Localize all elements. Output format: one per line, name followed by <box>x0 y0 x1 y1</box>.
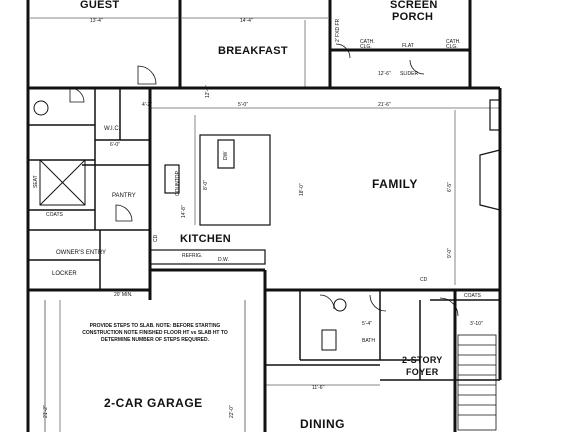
fireplace <box>479 99 501 211</box>
room-label-breakfast: BREAKFAST <box>218 45 288 57</box>
dim-kitchen-offset: 5'-0" <box>238 102 248 108</box>
room-label-porch: PORCH <box>392 11 434 23</box>
fixture-label-cd-1: CD <box>153 234 159 242</box>
fixture-label-flat: FLAT <box>402 43 414 49</box>
room-label-wic: W.I.C. <box>104 126 121 132</box>
room-label-seat: SEAT <box>33 175 39 188</box>
fixture-label-cd-2: CD <box>420 277 428 283</box>
fixture-label-cath-2: CATH. CLG. <box>446 39 461 50</box>
fixture-label-countertop: COUNTOP <box>175 171 181 196</box>
bath-fixtures <box>33 100 347 351</box>
room-label-bath: BATH <box>362 338 375 344</box>
dimension-lines <box>30 17 500 432</box>
garage-outline <box>44 300 246 432</box>
room-label-owners-entry: OWNER'S ENTRY <box>56 250 107 256</box>
dim-garage-min: 20' MIN. <box>114 292 133 298</box>
kitchen-island <box>149 134 271 265</box>
dim-breakfast-width: 14'-4" <box>240 18 253 24</box>
dim-guest-width: 13'-4" <box>90 18 103 24</box>
dim-bath-width: 5'-4" <box>362 321 372 327</box>
room-label-guest: GUEST <box>80 0 120 11</box>
dim-island-depth: 8'-0" <box>203 180 209 190</box>
room-label-pantry: PANTRY <box>112 193 136 199</box>
fixture-label-fixed-fr: 2' FXD FR <box>335 18 341 42</box>
fixture-label-island-dw: DW <box>223 151 229 160</box>
fixture-label-dw: D.W. <box>218 257 229 263</box>
dim-wic-depth: 6'-0" <box>110 142 120 148</box>
dim-family-lower: 9'-0" <box>447 248 453 258</box>
dim-kitchen-depth: 14'-8" <box>181 205 187 218</box>
dim-hall-width: 3'-10" <box>470 321 483 327</box>
room-label-foyer-1: 2-STORY <box>402 355 443 365</box>
dim-family-width: 21'-6" <box>378 102 391 108</box>
room-label-family: FAMILY <box>372 177 418 191</box>
dim-garage-depth-right: 22'-0" <box>229 405 235 418</box>
dim-dining-width: 11'-6" <box>312 385 325 391</box>
dim-breakfast-depth: 12'-0" <box>205 85 211 98</box>
room-label-kitchen: KITCHEN <box>180 233 231 245</box>
room-label-garage: 2-CAR GARAGE <box>104 396 203 410</box>
room-label-coats-right: COATS <box>464 293 481 299</box>
construction-note: PROVIDE STEPS TO SLAB. NOTE: BEFORE STAR… <box>82 323 228 343</box>
fixture-label-slider: SLIDER <box>400 71 419 77</box>
door-swings <box>69 43 459 317</box>
room-label-foyer-2: FOYER <box>406 367 439 377</box>
dim-family-upper: 6'-5" <box>447 182 453 192</box>
dim-wic-width: 4'-2" <box>142 102 152 108</box>
exterior-walls <box>26 0 502 432</box>
room-label-screen: SCREEN <box>390 0 438 11</box>
fixture-label-fridge: REFRIG. <box>182 253 203 259</box>
fixture-label-cath-1: CATH. CLG. <box>360 39 375 50</box>
stairs <box>457 334 497 431</box>
room-label-dining: DINING <box>300 417 345 431</box>
room-label-locker: LOCKER <box>52 271 77 277</box>
dim-family-depth: 18'-0" <box>299 183 305 196</box>
dim-garage-depth-left: 21'-2" <box>43 405 49 418</box>
dim-porch-width: 12'-6" <box>378 71 391 77</box>
room-label-coats-left: COATS <box>46 212 63 218</box>
